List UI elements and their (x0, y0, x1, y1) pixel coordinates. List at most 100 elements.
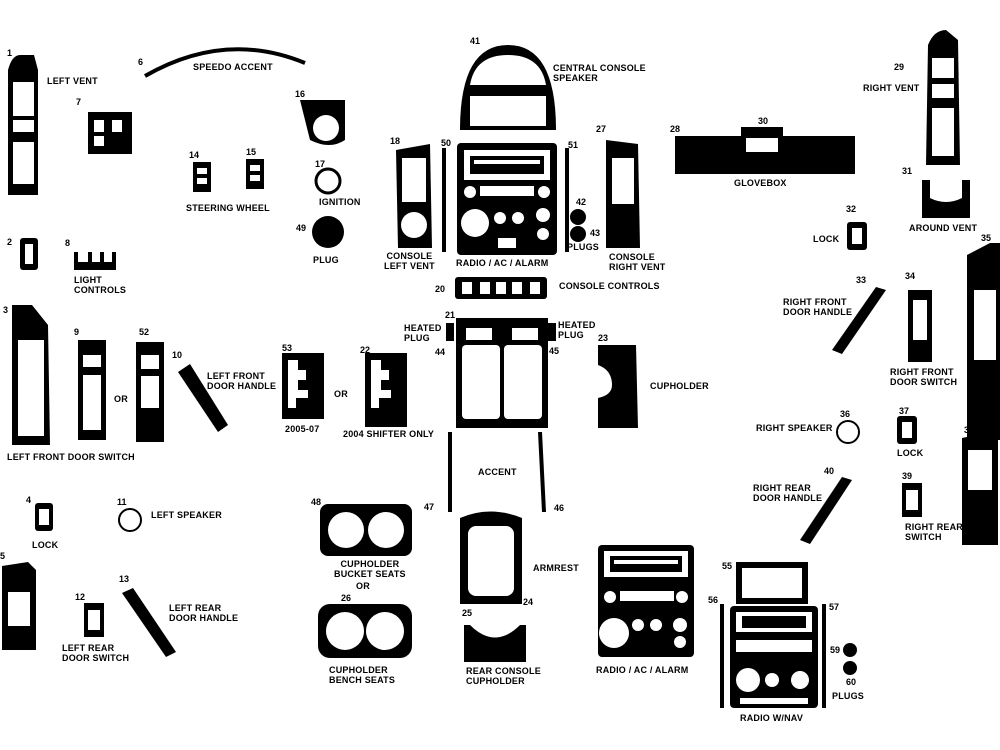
label-right-speaker: RIGHT SPEAKER (756, 423, 833, 433)
num-54: 54 (608, 628, 619, 638)
num-37: 37 (899, 406, 910, 416)
num-20: 20 (435, 284, 446, 294)
label-or-cupholder: OR (356, 581, 370, 591)
part-17-ignition-ring (314, 167, 342, 195)
label-cupholder-23: CUPHOLDER (650, 381, 709, 391)
part-46-accent (538, 432, 546, 512)
num-7: 7 (76, 97, 82, 107)
num-11: 11 (117, 497, 127, 507)
part-29-right-vent (926, 30, 960, 165)
label-right-rear-door-handle: RIGHT REAR DOOR HANDLE (753, 483, 823, 503)
label-right-front-door-handle: RIGHT FRONT DOOR HANDLE (783, 297, 853, 317)
part-47-accent (448, 432, 452, 512)
num-24: 24 (523, 597, 534, 607)
label-accent: ACCENT (478, 467, 517, 477)
part-16 (300, 100, 345, 145)
part-7 (88, 112, 132, 154)
num-35: 35 (981, 233, 992, 243)
label-lock-32: LOCK (813, 234, 840, 244)
part-58-radio-nav-bezel (730, 606, 818, 708)
label-shifter-2005: 2005-07 (285, 424, 320, 434)
num-26: 26 (341, 593, 352, 603)
num-28: 28 (670, 124, 681, 134)
label-left-rear-door-switch: LEFT REAR DOOR SWITCH (62, 643, 130, 663)
part-50-strip (442, 148, 446, 252)
num-39: 39 (902, 471, 913, 481)
label-console-right-vent: CONSOLE RIGHT VENT (609, 252, 666, 272)
label-left-speaker: LEFT SPEAKER (151, 510, 222, 520)
part-36-right-speaker (836, 420, 860, 444)
part-31-around-vent (922, 180, 970, 218)
part-39-right-rear-door-switch (902, 483, 922, 517)
part-40-right-rear-door-handle (800, 477, 852, 544)
num-52: 52 (139, 327, 150, 337)
part-38 (962, 432, 998, 545)
num-42: 42 (576, 197, 587, 207)
num-2: 2 (7, 237, 13, 247)
label-plugs-59-60: PLUGS (832, 691, 865, 701)
num-32: 32 (846, 204, 857, 214)
num-50: 50 (441, 138, 452, 148)
part-48-cupholder-bucket-seats (320, 504, 412, 556)
num-40: 40 (824, 466, 835, 476)
part-35 (967, 243, 1000, 440)
part-20-console-controls (455, 277, 547, 299)
part-43-plug (570, 226, 586, 242)
num-6: 6 (138, 57, 144, 67)
part-21-heated-plug (446, 323, 454, 341)
part-59-plug (843, 643, 857, 657)
part-51-strip (565, 148, 569, 252)
num-43: 43 (590, 228, 601, 238)
num-38: 38 (964, 425, 975, 435)
num-16: 16 (295, 89, 306, 99)
label-armrest: ARMREST (533, 563, 579, 573)
num-47: 47 (424, 502, 435, 512)
num-12: 12 (75, 592, 86, 602)
part-32-lock (847, 222, 867, 250)
num-13: 13 (119, 574, 130, 584)
label-heated-plug-right: HEATED PLUG (558, 320, 596, 340)
num-31: 31 (902, 166, 913, 176)
num-41: 41 (470, 36, 481, 46)
part-56-strip (720, 604, 724, 708)
label-or-shifter: OR (334, 389, 348, 399)
num-45: 45 (549, 346, 560, 356)
part-10-left-front-door-handle (178, 364, 228, 432)
num-29: 29 (894, 62, 905, 72)
num-19: 19 (470, 216, 481, 226)
num-55: 55 (722, 561, 733, 571)
part-26-cupholder-bench-seats (318, 604, 412, 658)
part-19-radio-ac-alarm-bezel (457, 143, 557, 255)
part-13-left-rear-door-handle (122, 588, 176, 657)
num-34: 34 (905, 271, 916, 281)
part-15-steering-switch (246, 159, 264, 189)
part-4-lock (35, 503, 53, 531)
num-15: 15 (246, 147, 257, 157)
num-27: 27 (596, 124, 607, 134)
label-left-front-door-handle: LEFT FRONT DOOR HANDLE (207, 371, 277, 391)
part-55-nav-screen-bezel (736, 562, 808, 604)
part-11-left-speaker (118, 508, 142, 532)
label-shifter-2004: 2004 SHIFTER ONLY (343, 429, 435, 439)
label-lock-37: LOCK (897, 448, 924, 458)
num-4: 4 (26, 495, 32, 505)
label-heated-plug-left: HEATED PLUG (404, 323, 442, 343)
label-left-rear-door-handle: LEFT REAR DOOR HANDLE (169, 603, 239, 623)
label-lock-4: LOCK (32, 540, 59, 550)
part-52 (136, 342, 164, 442)
label-radio-ac-alarm-top: RADIO / AC / ALARM (456, 258, 549, 268)
num-22: 22 (360, 345, 371, 355)
label-ignition: IGNITION (319, 197, 361, 207)
part-2 (20, 238, 38, 270)
label-plugs-42-43: PLUGS (567, 242, 600, 252)
part-3 (12, 305, 50, 445)
label-radio-nav: RADIO W/NAV (740, 713, 804, 723)
num-57: 57 (829, 602, 840, 612)
part-24-armrest (460, 511, 522, 604)
num-18: 18 (390, 136, 401, 146)
num-10: 10 (172, 350, 183, 360)
num-60: 60 (846, 677, 857, 687)
label-rear-console-cupholder: REAR CONSOLE CUPHOLDER (466, 666, 541, 686)
num-49: 49 (296, 223, 307, 233)
